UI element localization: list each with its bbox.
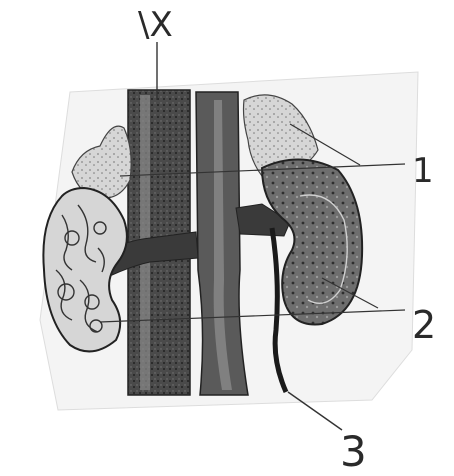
- label-2: 2: [412, 303, 436, 347]
- label-top: \X: [138, 5, 173, 45]
- label-3: 3: [340, 427, 367, 476]
- label-1: 1: [412, 151, 434, 191]
